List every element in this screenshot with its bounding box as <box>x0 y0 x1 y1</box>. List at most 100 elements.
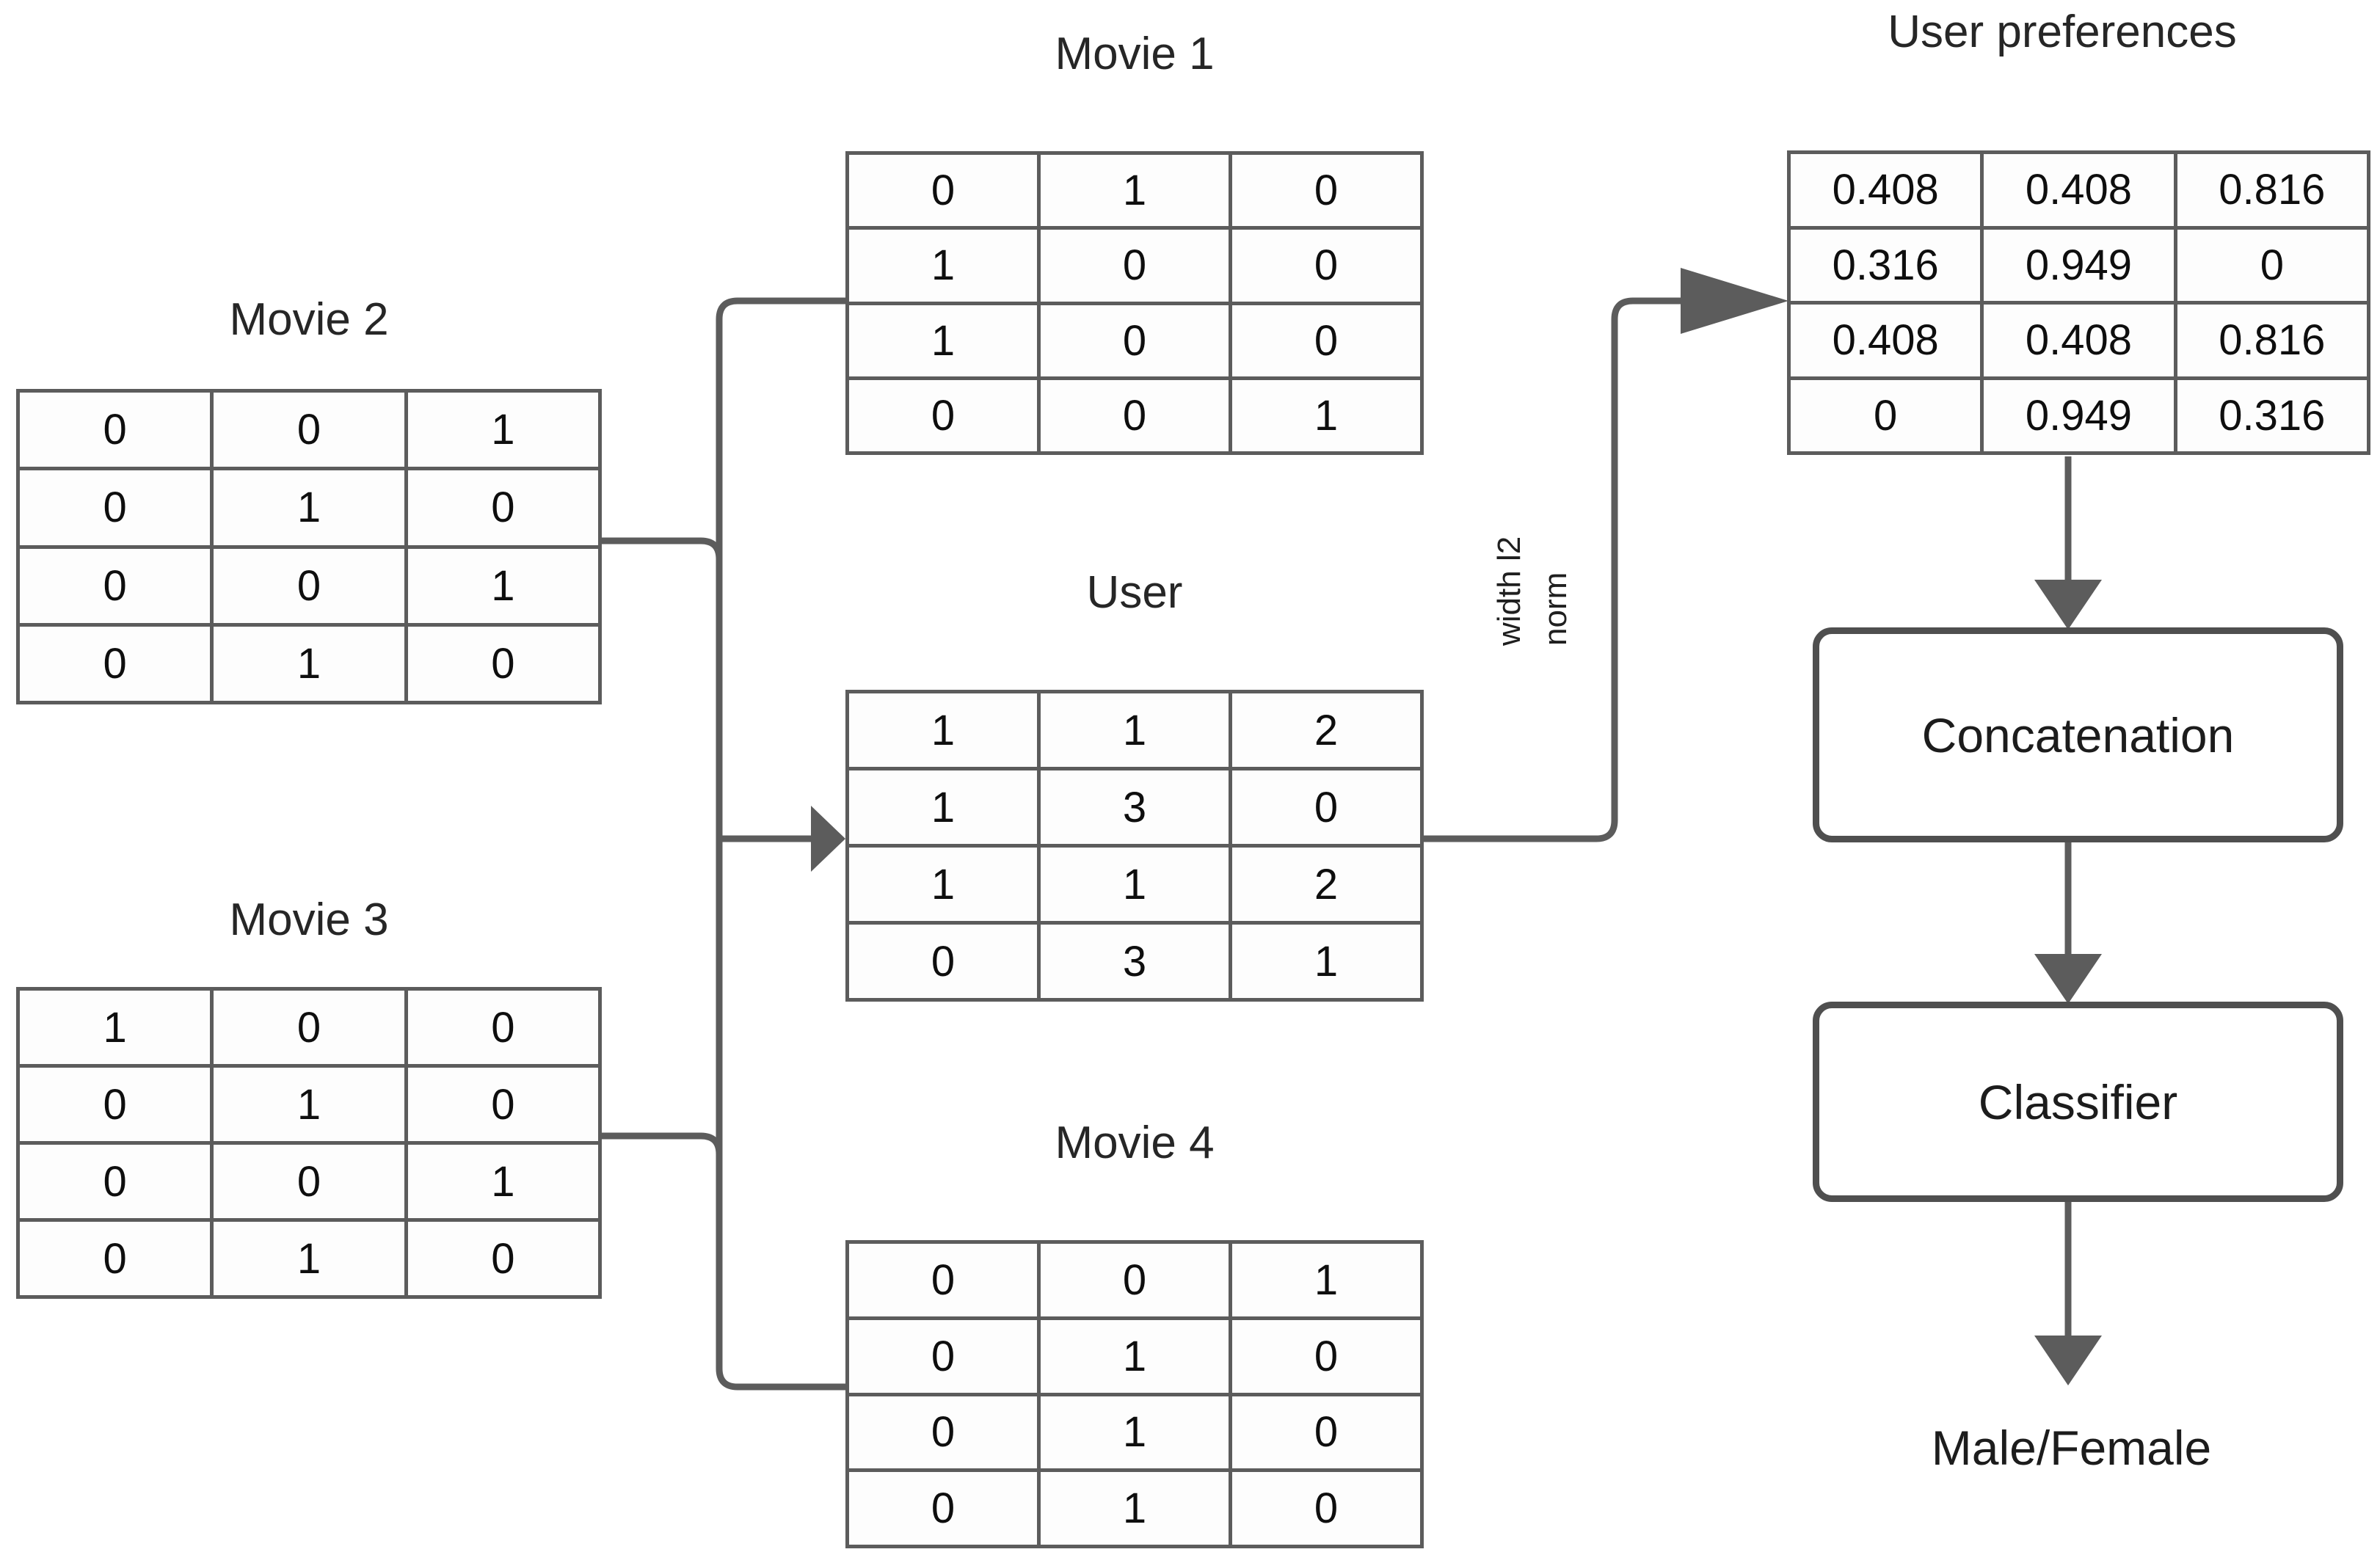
table-row: 1 1 2 <box>845 690 1424 770</box>
cell: 0 <box>210 544 408 627</box>
wire-bus-to-movie1 <box>716 297 845 559</box>
cell: 1 <box>1037 844 1232 925</box>
cell: 0 <box>1229 1468 1424 1548</box>
table-row: 0 3 1 <box>845 921 1424 1002</box>
cell: 0.408 <box>1980 150 2177 230</box>
cell: 0 <box>845 921 1041 1002</box>
concatenation-box[interactable]: Concatenation <box>1813 627 2343 842</box>
title-user-preferences: User preferences <box>1888 7 2237 57</box>
cell: 1 <box>210 622 408 705</box>
cell: 0 <box>845 1316 1041 1396</box>
cell: 1 <box>404 1141 603 1222</box>
matrix-user-preferences: 0.408 0.408 0.816 0.316 0.949 0 0.408 0.… <box>1786 150 2371 455</box>
table-row: 0 0 1 <box>845 376 1424 456</box>
cell: 1 <box>210 1218 408 1299</box>
table-row: 1 3 0 <box>845 767 1424 848</box>
title-movie3: Movie 3 <box>229 895 389 945</box>
title-movie4: Movie 4 <box>1055 1118 1215 1168</box>
table-row: 0.408 0.408 0.816 <box>1786 150 2371 230</box>
cell: 1 <box>1229 376 1424 456</box>
cell: 0.408 <box>1980 301 2177 380</box>
table-row: 1 0 0 <box>845 301 1424 380</box>
matrix-user: 1 1 2 1 3 0 1 1 2 0 3 1 <box>845 690 1424 1002</box>
arrowhead-into-concatenation <box>2034 580 2102 630</box>
cell: 0 <box>15 1064 214 1145</box>
cell: 1 <box>1037 1316 1232 1396</box>
classifier-label: Classifier <box>1978 1074 2178 1129</box>
cell: 1 <box>404 544 603 627</box>
wire-movie3-to-bus <box>602 1132 723 1155</box>
arrowhead-into-user <box>811 806 845 872</box>
cell: 0 <box>1229 150 1424 230</box>
cell: 1 <box>1037 690 1232 770</box>
cell: 0 <box>1037 226 1232 305</box>
cell: 0 <box>210 1141 408 1222</box>
cell: 0 <box>1037 1240 1232 1320</box>
table-row: 1 1 2 <box>845 844 1424 925</box>
matrix-movie3: 1 0 0 0 1 0 0 0 1 0 1 0 <box>15 987 603 1299</box>
table-row: 0 1 0 <box>15 1218 603 1299</box>
cell: 0 <box>210 388 408 471</box>
cell: 0 <box>1786 376 1984 455</box>
wire-bus-to-movie4 <box>716 1136 845 1391</box>
edge-label-norm: norm <box>1537 572 1573 646</box>
table-row: 0 0.949 0.316 <box>1786 376 2371 455</box>
table-row: 0 1 0 <box>845 1468 1424 1548</box>
cell: 0 <box>1229 767 1424 848</box>
wire-user-to-preferences <box>1424 297 1681 842</box>
cell: 1 <box>404 388 603 471</box>
cell: 1 <box>845 844 1041 925</box>
matrix-movie4: 0 0 1 0 1 0 0 1 0 0 1 0 <box>845 1240 1424 1548</box>
matrix-movie1: 0 1 0 1 0 0 1 0 0 0 0 1 <box>845 150 1424 456</box>
cell: 1 <box>1037 150 1232 230</box>
cell: 0 <box>845 1468 1041 1548</box>
concatenation-label: Concatenation <box>1921 707 2235 762</box>
cell: 0 <box>1229 301 1424 380</box>
cell: 0 <box>1037 301 1232 380</box>
cell: 1 <box>15 987 214 1068</box>
cell: 0 <box>15 622 214 705</box>
cell: 3 <box>1037 767 1232 848</box>
table-row: 0 1 0 <box>15 622 603 705</box>
cell: 1 <box>1037 1392 1232 1473</box>
cell: 0 <box>404 1218 603 1299</box>
cell: 1 <box>1037 1468 1232 1548</box>
cell: 0 <box>1229 1392 1424 1473</box>
cell: 0 <box>404 467 603 549</box>
edge-label-width-l2: width l2 <box>1491 536 1527 646</box>
cell: 0 <box>845 150 1041 230</box>
cell: 0 <box>15 544 214 627</box>
cell: 3 <box>1037 921 1232 1002</box>
matrix-movie2: 0 0 1 0 1 0 0 0 1 0 1 0 <box>15 388 603 705</box>
table-row: 0.408 0.408 0.816 <box>1786 301 2371 380</box>
arrowhead-into-classifier <box>2034 954 2102 1004</box>
title-movie2: Movie 2 <box>229 294 389 345</box>
table-row: 1 0 0 <box>845 226 1424 305</box>
title-user: User <box>1086 567 1183 618</box>
wire-movie2-to-bus <box>602 537 723 560</box>
cell: 0 <box>15 467 214 549</box>
cell: 0.316 <box>1786 225 1984 305</box>
cell: 1 <box>1229 1240 1424 1320</box>
table-row: 0 0 1 <box>15 544 603 627</box>
table-row: 0 0 1 <box>15 388 603 471</box>
cell: 0.816 <box>2173 150 2371 230</box>
cell: 0 <box>845 1392 1041 1473</box>
cell: 0.316 <box>2173 376 2371 455</box>
cell: 0 <box>2173 225 2371 305</box>
cell: 0.949 <box>1980 225 2177 305</box>
cell: 1 <box>845 226 1041 305</box>
table-row: 0 1 0 <box>15 1064 603 1145</box>
cell: 1 <box>845 767 1041 848</box>
classifier-box[interactable]: Classifier <box>1813 1002 2343 1202</box>
table-row: 0.316 0.949 0 <box>1786 225 2371 305</box>
table-row: 0 0 1 <box>15 1141 603 1222</box>
cell: 1 <box>845 301 1041 380</box>
cell: 0 <box>1037 376 1232 456</box>
cell: 0 <box>404 987 603 1068</box>
cell: 0.408 <box>1786 150 1984 230</box>
cell: 0 <box>404 1064 603 1145</box>
table-row: 0 1 0 <box>15 467 603 549</box>
cell: 0 <box>15 1141 214 1222</box>
